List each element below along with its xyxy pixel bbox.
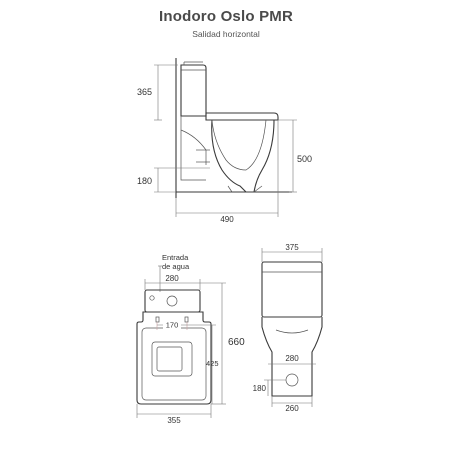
side-tank <box>180 64 207 117</box>
side-bowl <box>206 119 275 193</box>
dim-depth: 490 <box>220 215 234 224</box>
side-view: 365 180 500 490 <box>137 58 312 224</box>
back-view: 375 280 180 260 <box>253 243 323 413</box>
inlet-label-line2: de agua <box>162 262 190 271</box>
top-view: Entrada de agua 280 170 660 <box>136 253 245 425</box>
dim-length: 660 <box>228 337 245 348</box>
top-bowl-opening <box>151 341 193 377</box>
page-subtitle: Salidad horizontal <box>192 29 260 39</box>
dim-foot-width: 260 <box>285 404 299 413</box>
bolt-right <box>184 316 189 323</box>
top-tank <box>144 289 201 313</box>
dim-tank-width: 375 <box>285 243 299 252</box>
top-seat <box>141 327 207 401</box>
dim-tank-height: 365 <box>137 87 152 97</box>
dim-outlet-height-side: 180 <box>137 176 152 186</box>
dim-bolt-spacing: 170 <box>166 321 179 330</box>
dim-bolt-to-front: 425 <box>206 359 219 368</box>
side-seat <box>205 112 279 121</box>
page-title: Inodoro Oslo PMR <box>158 8 294 25</box>
back-tank <box>261 261 323 318</box>
back-bowl <box>261 317 323 397</box>
flush-button-icon <box>166 295 178 307</box>
dim-base-width: 280 <box>285 354 299 363</box>
inlet-label-line1: Entrada <box>162 253 189 262</box>
dim-outlet-height-back: 180 <box>253 384 267 393</box>
top-bowl <box>136 311 212 405</box>
dim-width: 355 <box>167 416 181 425</box>
back-outlet <box>285 373 299 387</box>
dim-bowl-height: 500 <box>297 154 312 164</box>
inlet-hole <box>149 295 155 301</box>
bolt-left <box>155 316 160 323</box>
dim-inlet-width: 280 <box>165 274 179 283</box>
